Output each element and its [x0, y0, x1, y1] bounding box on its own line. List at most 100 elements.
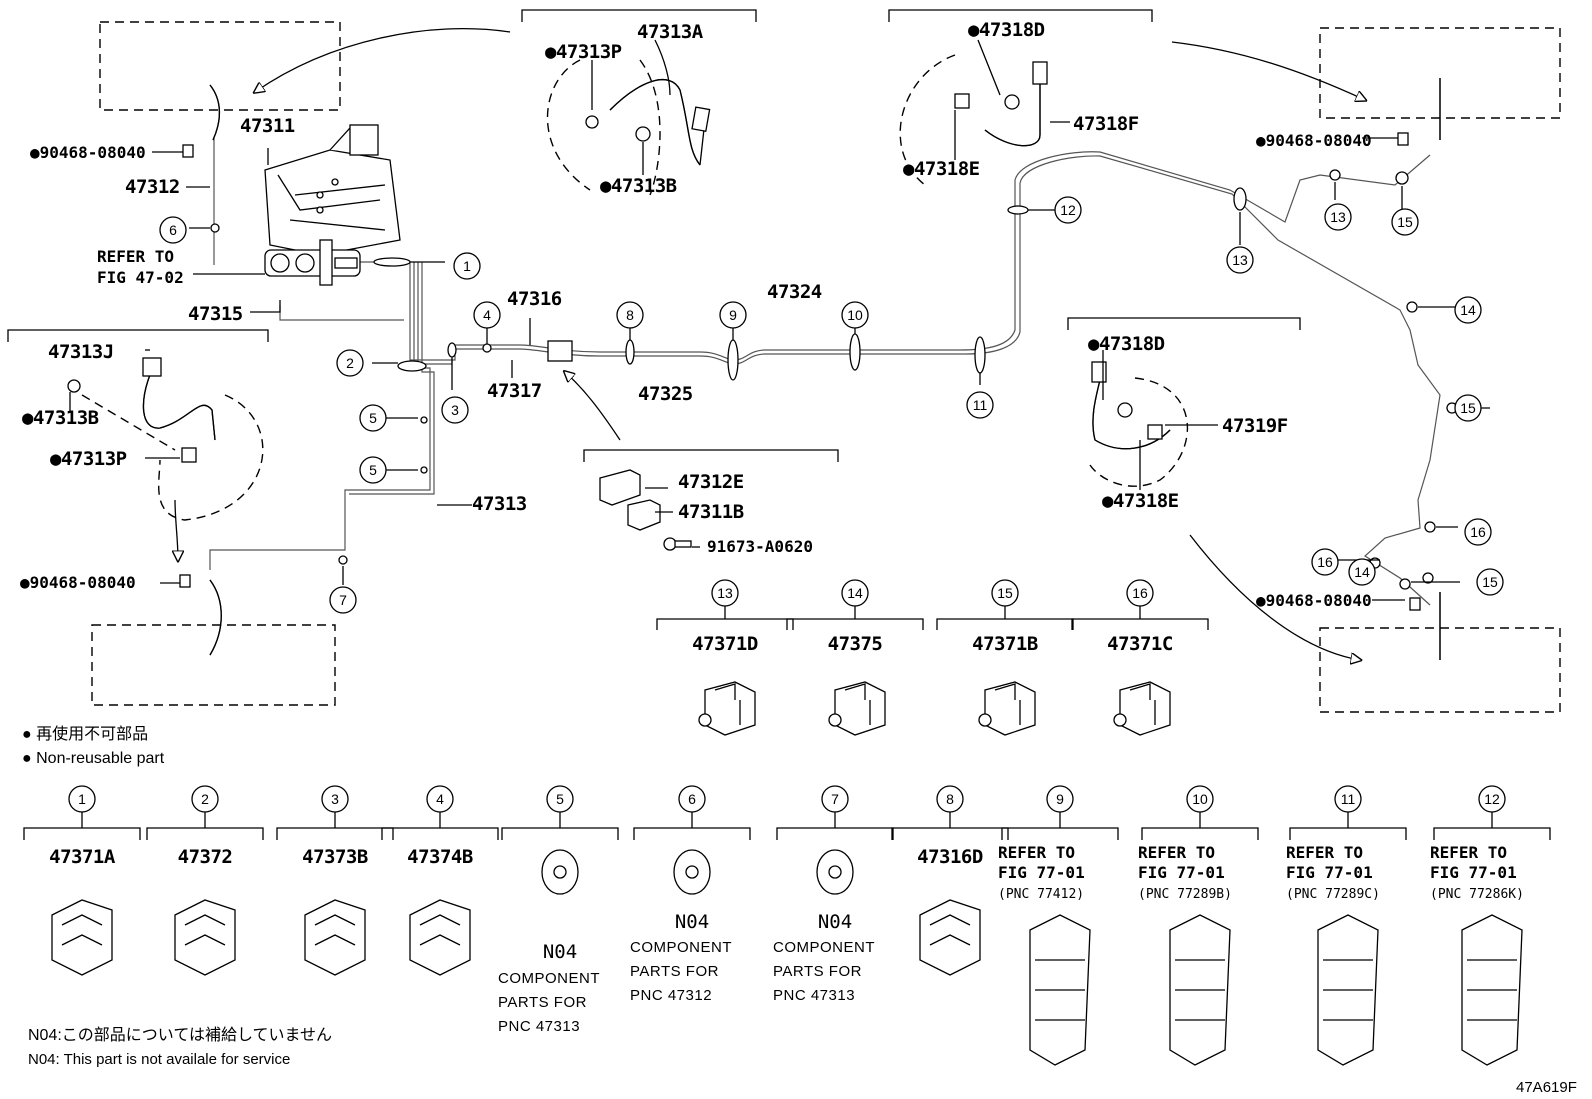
callout-3: 3	[441, 396, 469, 424]
label-47313P-left: ●47313P	[50, 448, 127, 470]
callout-number: 2	[346, 355, 354, 371]
component-note-line: PNC 47312	[630, 987, 712, 1004]
clip-part-number: 47371A	[49, 846, 116, 868]
label-47318D-mid: ●47318D	[1088, 333, 1165, 355]
callout-8: 8	[616, 301, 644, 329]
clip-callout-number: 14	[847, 585, 863, 601]
label-47311B: 47311B	[678, 501, 744, 523]
footnote-english: N04: This part is not availale for servi…	[28, 1051, 290, 1068]
clip-callout-number: 13	[717, 585, 733, 601]
component-note-line: PARTS FOR	[630, 963, 719, 980]
callout-15: 15	[1476, 568, 1504, 596]
component-note-line: COMPONENT	[498, 970, 600, 987]
clip-part-number: 47371D	[692, 633, 758, 655]
label-47325: 47325	[638, 383, 693, 405]
label-47313: 47313	[472, 493, 527, 515]
callout-5: 5	[359, 456, 387, 484]
label-47313J: 47313J	[48, 341, 114, 363]
clamp-1-marker	[373, 257, 411, 267]
bracket-rear-right-hose	[1067, 317, 1301, 330]
clip-shape	[1119, 681, 1171, 736]
callout-number: 7	[339, 592, 347, 608]
wheel-box-rear-right	[1319, 627, 1561, 713]
arrow-clamp	[565, 372, 621, 441]
refer-note-line: FIG 77-01	[1138, 863, 1225, 882]
callout-number: 15	[1482, 574, 1498, 590]
clip-shape	[304, 899, 366, 976]
clip-callout-number: 4	[436, 791, 444, 807]
callout-number: 15	[1397, 214, 1413, 230]
callout-number: 5	[369, 462, 377, 478]
callout-10: 10	[841, 301, 869, 329]
arrow-top-left	[255, 27, 511, 92]
label-47313B-top: ●47313B	[600, 175, 677, 197]
part-labels: 47313A ●47313P ●47313B ●47318D 47318F ●4…	[20, 19, 1372, 610]
clip-callout-number: 7	[831, 791, 839, 807]
refer-note-line: (PNC 77412)	[998, 887, 1084, 902]
clip-part-number: 47316D	[917, 846, 983, 868]
n04-marker: N04	[675, 911, 709, 933]
wheel-box-front-right	[1319, 27, 1561, 119]
component-note-line: COMPONENT	[630, 939, 732, 956]
clip-catalog-bottom: 147371A247372347373B447374B5N04COMPONENT…	[23, 785, 1551, 1066]
refer-note-line: (PNC 77286K)	[1430, 887, 1524, 902]
label-47318E-mid: ●47318E	[1102, 490, 1179, 512]
label-90468-a: ●90468-08040	[30, 143, 146, 162]
callout-16: 16	[1464, 518, 1492, 546]
refer-note-line: FIG 77-01	[998, 863, 1085, 882]
callout-1: 1	[453, 252, 481, 280]
label-47318E-top: ●47318E	[903, 158, 980, 180]
component-note-line: PARTS FOR	[773, 963, 862, 980]
label-90468-d: ●90468-08040	[1256, 591, 1372, 610]
clip-item-8: 8 47316D	[891, 785, 1009, 976]
callout-5: 5	[359, 404, 387, 432]
label-47313P-top: ●47313P	[545, 41, 622, 63]
callout-14: 14	[1348, 558, 1376, 586]
callout-number: 14	[1354, 564, 1370, 580]
clip-shape	[704, 681, 756, 736]
label-47317: 47317	[487, 380, 542, 402]
callout-number: 12	[1060, 202, 1076, 218]
label-47311: 47311	[240, 115, 295, 137]
callout-number: 13	[1330, 209, 1346, 225]
clip-part-number: 47374B	[407, 846, 473, 868]
clip-callout-number: 15	[997, 585, 1013, 601]
callout-4: 4	[473, 301, 501, 329]
figure-id: 47A619F	[1516, 1079, 1577, 1096]
label-47318D-top: ●47318D	[968, 19, 1045, 41]
clip-callout-number: 11	[1341, 791, 1356, 807]
callout-7: 7	[329, 586, 357, 614]
label-91673-A0620: 91673-A0620	[707, 537, 813, 556]
clip-callout-number: 10	[1192, 791, 1208, 807]
clip-callout-number: 9	[1056, 791, 1064, 807]
label-47315: 47315	[188, 303, 243, 325]
clip-shape	[51, 899, 113, 976]
arrow-rear-left	[175, 499, 178, 560]
bracket-front-right-hose	[888, 9, 1153, 22]
callout-number: 3	[451, 402, 459, 418]
label-47316: 47316	[507, 288, 562, 310]
arrow-top-right	[1171, 41, 1365, 100]
callout-number: 8	[626, 307, 634, 323]
clip-callout-number: 1	[78, 791, 86, 807]
callout-number: 13	[1232, 252, 1248, 268]
label-47318F: 47318F	[1073, 113, 1139, 135]
clip-callout-number: 8	[946, 791, 954, 807]
n04-marker: N04	[543, 941, 577, 963]
clip-shape	[174, 899, 236, 976]
arrow-rear-right	[1189, 534, 1360, 660]
callout-15: 15	[1391, 208, 1419, 236]
label-47324: 47324	[767, 281, 822, 303]
legend-japanese: ● 再使用不可部品	[22, 725, 148, 743]
n04-marker: N04	[818, 911, 852, 933]
legend-english: ● Non-reusable part	[22, 750, 165, 767]
clip-callout-number: 5	[556, 791, 564, 807]
